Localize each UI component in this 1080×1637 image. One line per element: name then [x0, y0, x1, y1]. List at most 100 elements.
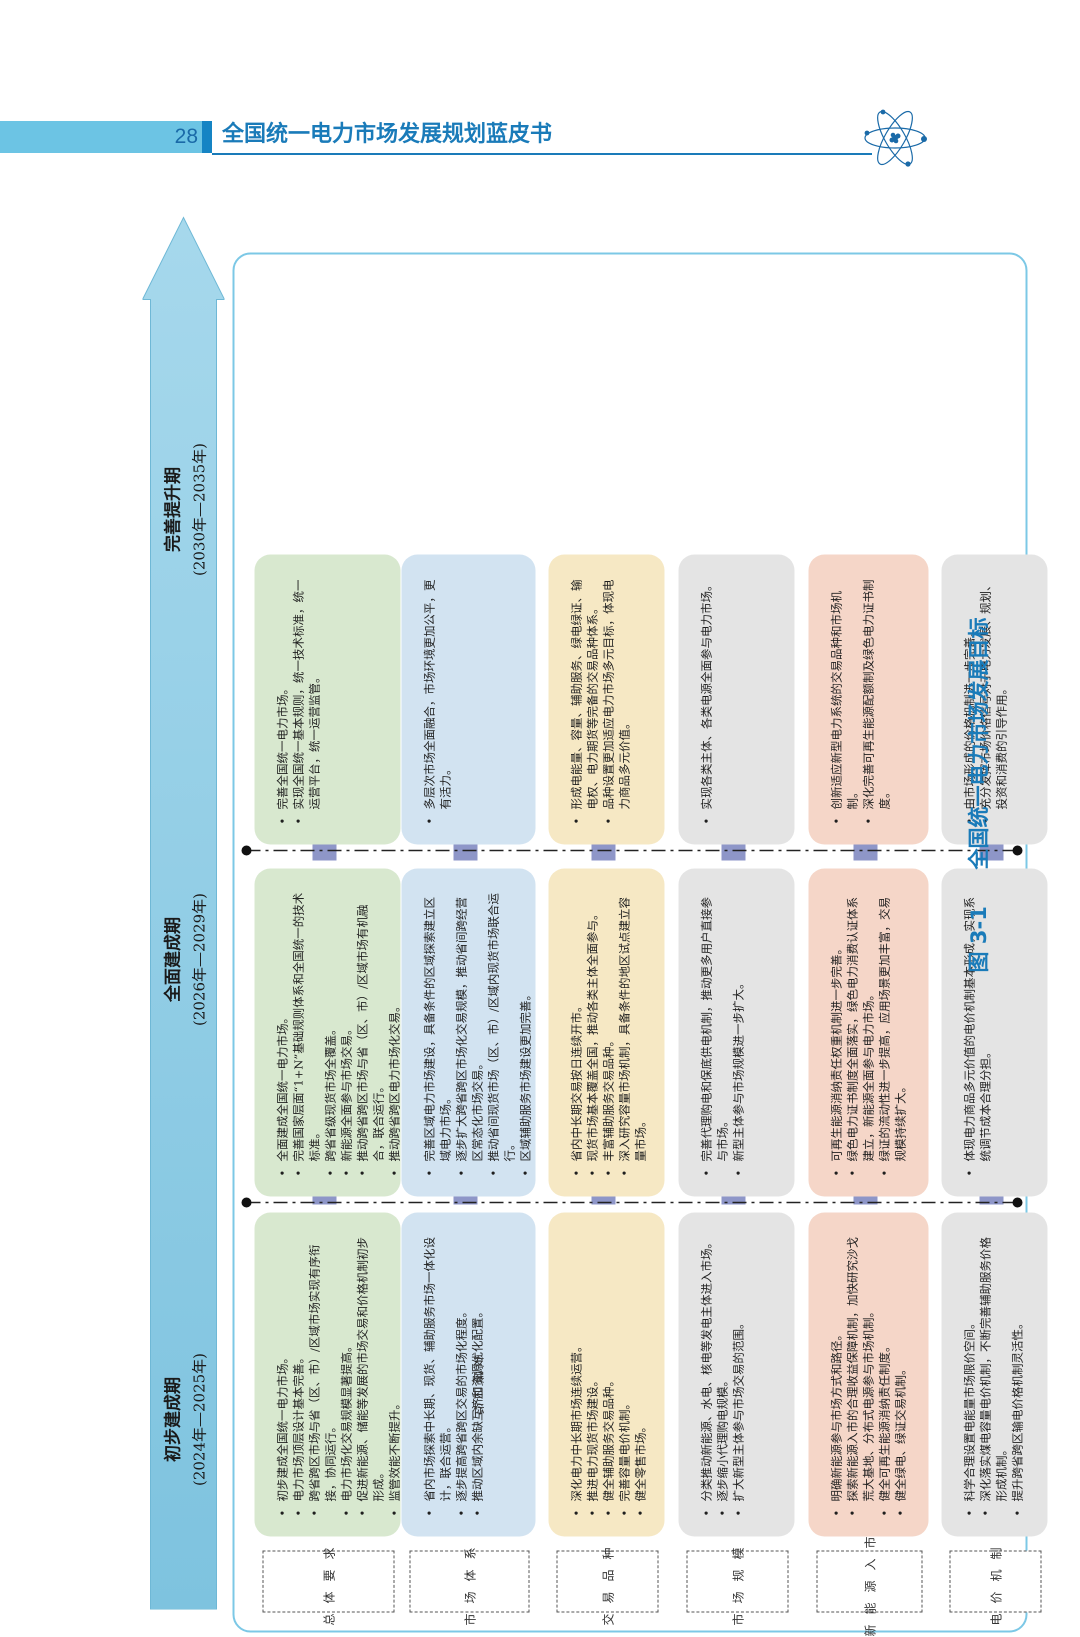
goal-item: 提升跨省跨区输电价格机制灵活性。	[1010, 1235, 1026, 1517]
figure-title: 全国统一电力市场发展目标	[967, 617, 991, 870]
goal-card: 多层次市场全面融合，市场环境更加公平，更有活力。	[401, 554, 536, 845]
goal-card: 完善全国统一电力市场。实现全国统一基本规则，统一技术标准，统一运营平台，统一运营…	[254, 554, 401, 845]
divider-dot	[241, 1197, 252, 1208]
goal-item: 健全可再生能源消纳责任制度。	[877, 1235, 893, 1517]
side-label: 发展目标	[471, 1355, 485, 1419]
goal-item: 完善代理购电和保底供电机制，推动更多用户直接参与市场。	[699, 891, 731, 1177]
goal-item: 健全零售市场。	[633, 1235, 649, 1517]
goal-card: 创新适应新型电力系统的交易品种和市场机制。深化完善可再生能源配额制及绿色电力证书…	[808, 554, 929, 845]
goal-item: 电力市场化交易规模显著提高。	[339, 1235, 355, 1517]
row-label-1: 总体要求	[262, 1537, 395, 1626]
goal-item: 品种设置更加适应电力市场多元目标，体现电力商品多元价值。	[601, 577, 633, 825]
phase-1-name: 初步建成期	[163, 1377, 184, 1462]
goal-item: 深入研究容量市场机制，具备条件的地区试点建立容量市场。	[617, 891, 649, 1177]
goal-card: 完善区域电力市场建设，具备条件的区域探索建立区域电力市场。逐步扩大跨省跨区市场化…	[401, 868, 536, 1197]
goal-card: 省内中长期交易按日连续开市。现货市场基本覆盖全国，推动各类主体全面参与。丰富辅助…	[548, 868, 665, 1197]
goal-item: 多层次市场全面融合，市场环境更加公平，更有活力。	[422, 577, 454, 825]
goal-card: 可再生能源消纳责任权重机制进一步完善。绿色电力证书制度全面落实，绿色电力消费认证…	[808, 868, 929, 1197]
goal-item: 绿色电力证书制度全面落实，绿色电力消费认证体系建立，新能源全面参与电力市场。	[845, 891, 877, 1177]
phase-3-name: 完善提升期	[163, 467, 184, 552]
header-band-accent	[202, 121, 212, 153]
timeline-arrow: 初步建成期 (2024年—2025年) 全面建成期 (2026年—2029年) …	[142, 216, 225, 1610]
figure-caption: 图 3-1 全国统一电力市场发展目标	[958, 600, 998, 990]
goal-item: 扩大新型主体参与市场交易的范围。	[731, 1235, 747, 1517]
goal-item: 省内市场探索中长期、现货、辅助服务市场一体化设计，联合运营。	[422, 1235, 454, 1517]
goal-item: 可再生能源消纳责任权重机制进一步完善。	[829, 891, 845, 1177]
goal-item: 推进电力现货市场建设。	[585, 1235, 601, 1517]
row-label-3: 交易品种	[556, 1537, 659, 1626]
goal-item: 推动跨省跨区电力市场化交易。	[387, 891, 401, 1177]
goals-panel: 总体要求初步建成全国统一电力市场。电力市场顶层设计基本完善。跨省跨区市场与省（区…	[232, 252, 1048, 1637]
goal-card: 分类推动新能源、水电、核电等发电主体进入市场。逐步缩小代理购电规模。扩大新型主体…	[678, 1212, 795, 1537]
goal-item: 监管效能不断提升。	[387, 1235, 401, 1517]
row-label-text: 总体要求	[322, 1537, 336, 1626]
goal-item: 科学合理设置电能量市场限价空间。	[962, 1235, 978, 1517]
header-rule	[212, 153, 872, 155]
goal-item: 健全绿电、绿证交易机制。	[893, 1235, 909, 1517]
phase-2-name: 全面建成期	[163, 917, 184, 1003]
goal-item: 逐步扩大跨省跨区市场化交易规模，推动省间跨经营区常态化市场交易。	[454, 891, 486, 1177]
row-label-2: 市场体系	[409, 1537, 530, 1626]
row-label-text: 交易品种	[601, 1537, 615, 1626]
goal-item: 推动省间现货市场（区、市）/区域内现货市场联合运行。	[486, 891, 518, 1177]
divider-dot	[1012, 845, 1023, 856]
goal-item: 完善国家层面“1+N”基础规则体系和全国统一的技术标准。	[291, 891, 323, 1177]
row-label-4: 市场规模	[686, 1537, 789, 1626]
goal-item: 创新适应新型电力系统的交易品种和市场机制。	[829, 577, 861, 825]
figure-number: 图 3-1	[967, 906, 991, 973]
goal-card: 深化电力中长期市场连续运营。推进电力现货市场建设。健全辅助服务交易品种。完善容量…	[548, 1212, 665, 1537]
goal-card: 完善代理购电和保底供电机制，推动更多用户直接参与市场。新型主体参与市场规模进一步…	[678, 868, 795, 1197]
goal-card: 实现各类主体、各类电源全面参与电力市场。	[678, 554, 795, 845]
row-label-text: 电价机制	[989, 1537, 1003, 1626]
goal-item: 推动跨省跨区市场与省（区、市）/区域市场有机融合，联合运行。	[355, 891, 387, 1177]
goal-item: 逐步缩小代理购电规模。	[715, 1235, 731, 1517]
goal-card: 初步建成全国统一电力市场。电力市场顶层设计基本完善。跨省跨区市场与省（区、市）/…	[254, 1212, 401, 1537]
goal-item: 健全辅助服务交易品种。	[601, 1235, 617, 1517]
goal-item: 省内中长期交易按日连续开市。	[569, 891, 585, 1177]
goal-item: 新型主体参与市场规模进一步扩大。	[731, 891, 747, 1177]
goal-item: 绿证的流动性进一步提高，应用场景更加丰富，交易规模持续扩大。	[877, 891, 909, 1177]
atom-icon	[864, 109, 927, 167]
phase-labels: 初步建成期 (2024年—2025年) 全面建成期 (2026年—2029年) …	[163, 443, 209, 1486]
goal-item: 分类推动新能源、水电、核电等发电主体进入市场。	[699, 1235, 715, 1517]
goal-item: 促进新能源、储能等发展的市场交易和价格机制初步形成。	[355, 1235, 387, 1517]
goal-card: 科学合理设置电能量市场限价空间。深化落实煤电容量电价机制，不断完善辅助服务价格形…	[941, 1212, 1048, 1537]
row-label-5: 新能源入市	[816, 1526, 923, 1637]
row-label-6: 电价机制	[949, 1537, 1042, 1626]
goal-item: 现货市场基本覆盖全国，推动各类主体全面参与。	[585, 891, 601, 1177]
divider-dot	[241, 845, 252, 856]
goal-item: 区域辅助服务市场建设更加完善。	[518, 891, 534, 1177]
goal-card: 形成电能量、容量、辅助服务、绿电绿证、输电权、电力期货等完备的交易品种体系。品种…	[548, 554, 665, 845]
header-band	[0, 121, 202, 153]
goal-item: 全面建成全国统一电力市场。	[275, 891, 291, 1177]
goal-item: 明确新能源参与市场方式和路径。	[829, 1235, 845, 1517]
goal-item: 形成电能量、容量、辅助服务、绿电绿证、输电权、电力期货等完备的交易品种体系。	[569, 577, 601, 825]
row-label-text: 市场规模	[731, 1537, 745, 1626]
goal-item: 深化落实煤电容量电价机制，不断完善辅助服务价格形成机制。	[978, 1235, 1010, 1517]
goal-item: 初步建成全国统一电力市场。	[275, 1235, 291, 1517]
goal-item: 实现全国统一基本规则，统一技术标准，统一运营平台，统一运营监管。	[291, 577, 323, 825]
goal-item: 完善容量电价机制。	[617, 1235, 633, 1517]
goal-item: 完善区域电力市场建设，具备条件的区域探索建立区域电力市场。	[422, 891, 454, 1177]
goal-item: 跨省省级现货市场全覆盖。	[323, 891, 339, 1177]
goal-item: 丰富辅助服务交易品种。	[601, 891, 617, 1177]
goal-item: 跨省跨区市场与省（区、市）/区域市场实现有序衔接，协同运行。	[307, 1235, 339, 1517]
goal-item: 新能源全面参与市场交易。	[339, 891, 355, 1177]
goal-item: 完善全国统一电力市场。	[275, 577, 291, 825]
goal-item: 深化电力中长期市场连续运营。	[569, 1235, 585, 1517]
goal-card: 全面建成全国统一电力市场。完善国家层面“1+N”基础规则体系和全国统一的技术标准…	[254, 868, 401, 1197]
phase-1-years: (2024年—2025年)	[191, 1353, 209, 1486]
goal-item: 深化完善可再生能源配额制及绿色电力证书制度。	[861, 577, 893, 825]
goal-item: 电力市场顶层设计基本完善。	[291, 1235, 307, 1517]
book-title: 全国统一电力市场发展规划蓝皮书	[222, 122, 553, 147]
figure: 初步建成期 (2024年—2025年) 全面建成期 (2026年—2029年) …	[0, 0, 1080, 1505]
page-number: 28	[174, 125, 198, 148]
figure-body: 初步建成期 (2024年—2025年) 全面建成期 (2026年—2029年) …	[142, 203, 1048, 1637]
row-label-text: 市场体系	[463, 1537, 477, 1626]
goal-card: 明确新能源参与市场方式和路径。探索新能源入市的合理收益保障机制，加快研究沙戈荒大…	[808, 1212, 929, 1537]
goal-item: 实现各类主体、各类电源全面参与电力市场。	[699, 577, 715, 825]
row-label-text: 新能源入市	[863, 1526, 877, 1637]
divider-dot	[1012, 1197, 1023, 1208]
phase-3-years: (2030年—2035年)	[191, 443, 209, 576]
goal-item: 探索新能源入市的合理收益保障机制，加快研究沙戈荒大基地、分布式电源参与市场机制。	[845, 1235, 877, 1517]
